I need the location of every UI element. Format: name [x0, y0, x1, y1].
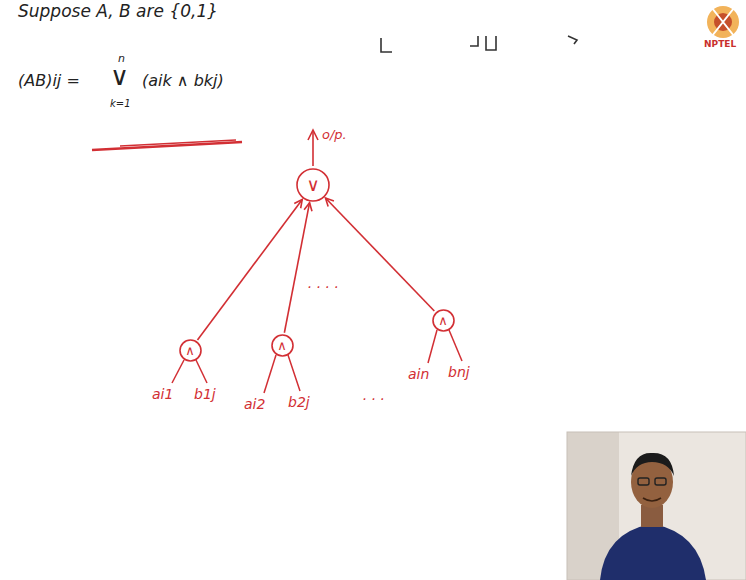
gate-symbol: ∧ [185, 344, 195, 357]
output-label: o/p. [322, 128, 347, 142]
formula-text: (aik ∧ bkj) [142, 72, 224, 90]
ellipsis: · · · · [307, 280, 338, 295]
input-label: ain [408, 367, 429, 382]
underline [120, 140, 236, 146]
input-wires [172, 330, 462, 393]
scribble [470, 36, 496, 50]
nptel-logo [707, 6, 739, 38]
gate-symbol: ∧ [277, 339, 287, 352]
heading-text: Suppose A, B are {0,1} [18, 2, 218, 21]
gate-symbol: ∨ [306, 176, 319, 194]
formula-text: (AB)ij = [18, 72, 80, 90]
and-gate: ∧ [432, 309, 455, 332]
or-symbol: ∨ [110, 62, 129, 91]
scribble [568, 36, 577, 44]
input-label: bnj [448, 365, 470, 380]
input-label: ai1 [152, 387, 173, 402]
or-gate: ∨ [296, 168, 330, 202]
input-label: b2j [288, 395, 310, 410]
video-inset [567, 432, 746, 580]
arrowhead [308, 130, 318, 140]
formula-limit: k=1 [110, 98, 131, 109]
gate-symbol: ∧ [438, 314, 448, 327]
and-gate: ∧ [271, 334, 294, 357]
scribble [381, 38, 392, 52]
gate-connector [284, 203, 312, 333]
ellipsis: · · · [362, 392, 384, 407]
and-gate: ∧ [179, 339, 202, 362]
input-label: b1j [194, 387, 216, 402]
output-wire [312, 132, 314, 166]
input-label: ai2 [244, 397, 265, 412]
gate-connector [325, 198, 434, 311]
logo-text: NPTEL [704, 40, 736, 50]
